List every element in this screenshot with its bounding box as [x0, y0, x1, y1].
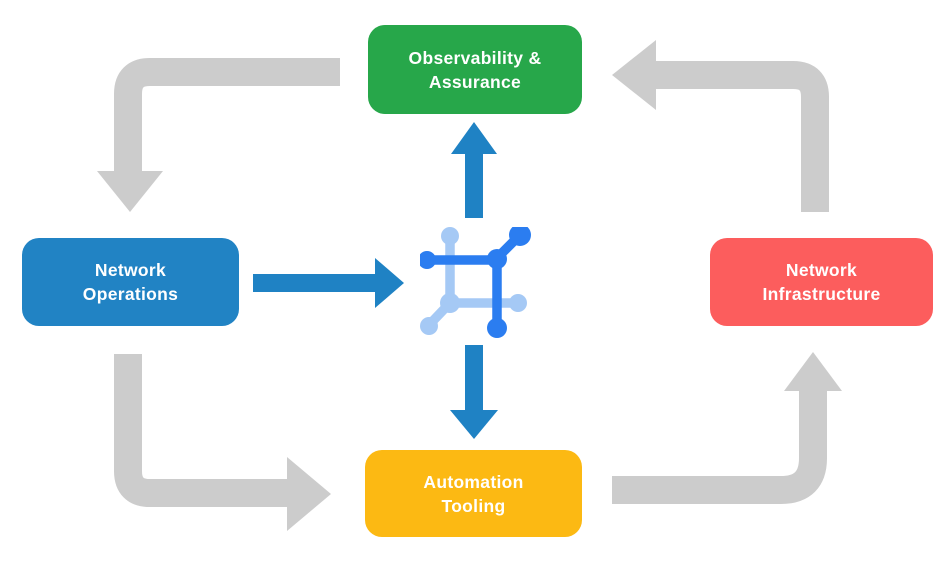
- node-observability-label: Observability & Assurance: [408, 47, 542, 92]
- arrow-head: [451, 122, 497, 154]
- node-observability-assurance: Observability & Assurance: [368, 25, 582, 114]
- arrow-observability-to-operations: [97, 58, 340, 212]
- arrow-shaft: [612, 386, 827, 504]
- node-infrastructure-label: Network Infrastructure: [762, 260, 881, 304]
- arrow-shaft: [650, 61, 829, 212]
- node-automation-tooling: Automation Tooling: [365, 450, 582, 537]
- arrow-shaft: [114, 354, 292, 507]
- arrow-hub-to-automation: [450, 345, 498, 439]
- node-network-operations: Network Operations: [22, 238, 239, 326]
- arrow-head: [612, 40, 656, 110]
- arrow-shaft: [114, 58, 340, 176]
- hub-secondary-lines: [420, 227, 527, 335]
- arrow-head: [450, 410, 498, 439]
- network-hub-icon: [420, 227, 531, 338]
- arrow-head: [287, 457, 331, 531]
- node-network-infrastructure: Network Infrastructure: [710, 238, 933, 326]
- node-operations-label: Network Operations: [82, 260, 179, 304]
- arrow-head: [97, 171, 163, 212]
- arrow-head: [784, 352, 842, 391]
- arrow-operations-to-automation: [114, 354, 331, 531]
- arrow-head: [375, 258, 404, 308]
- arrow-operations-to-hub: [253, 258, 404, 308]
- arrow-infrastructure-to-observability: [612, 40, 829, 212]
- arrow-hub-to-observability: [451, 122, 497, 218]
- arrow-automation-to-infrastructure: [612, 352, 842, 504]
- node-automation-label: Automation Tooling: [423, 471, 524, 516]
- hub-primary-lines: [420, 227, 531, 338]
